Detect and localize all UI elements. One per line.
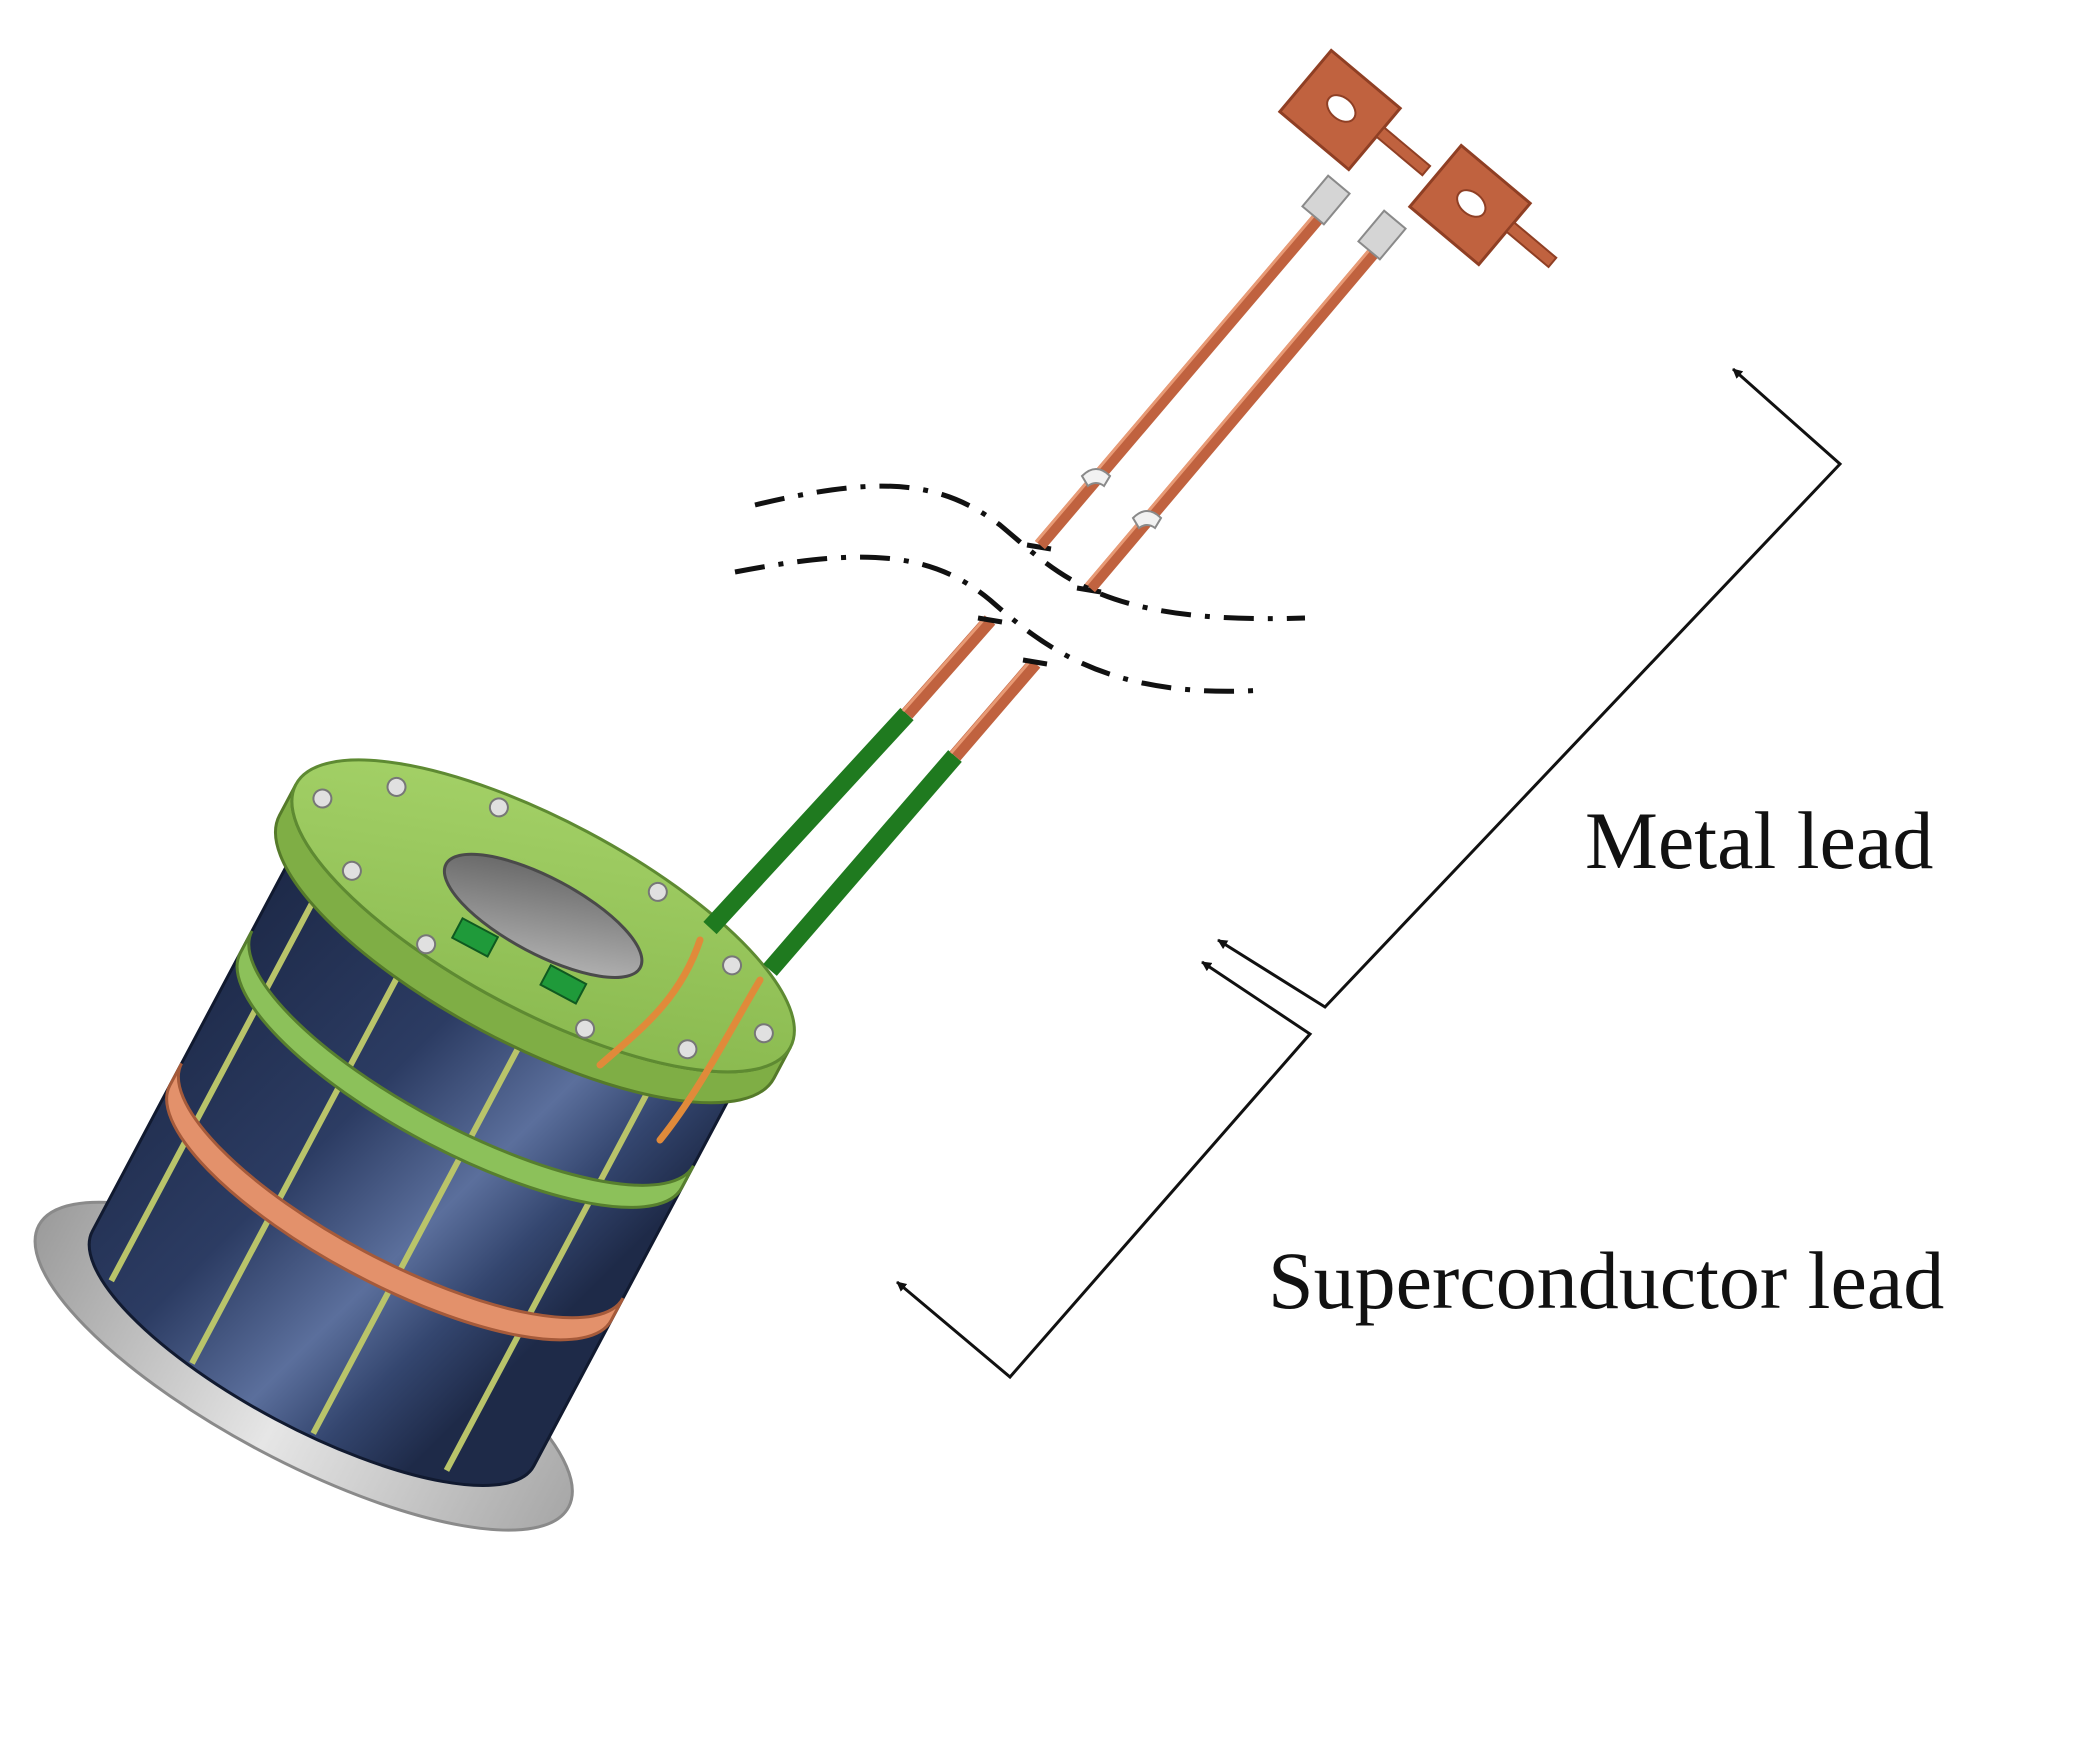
metal-leads-upper-highlight (1034, 206, 1378, 586)
insulated-lead-sections (703, 707, 962, 976)
lead-clips (1080, 468, 1163, 530)
lead-break-marks (977, 542, 1102, 667)
lead-connectors (1301, 174, 1407, 261)
green-band (235, 930, 695, 1209)
metal-lead-arrow (1217, 367, 1843, 1009)
terminal-lug-right (1407, 143, 1558, 269)
metal-leads-lower (901, 615, 1041, 761)
terminal-pad-left (450, 916, 500, 958)
terminal-lug-left (1277, 48, 1432, 177)
superconductor-leads (596, 936, 764, 1144)
metal-leads-lower-highlight (901, 616, 1033, 754)
superconductor-lead-arrow (896, 960, 1313, 1380)
coil-assembly (33, 758, 796, 1532)
copper-band (165, 1062, 625, 1342)
coil-bore (442, 852, 644, 979)
terminal-pad-right (539, 963, 588, 1005)
metal-lead-label: Metal lead (1585, 795, 1934, 886)
terminal-lugs (1277, 48, 1558, 269)
break-curves (734, 483, 1306, 694)
metal-leads-upper (1035, 205, 1385, 593)
superconductor-lead-label: Superconductor lead (1268, 1235, 1945, 1326)
coil-support-rods (108, 851, 675, 1472)
top-plate-bolts (312, 776, 774, 1060)
